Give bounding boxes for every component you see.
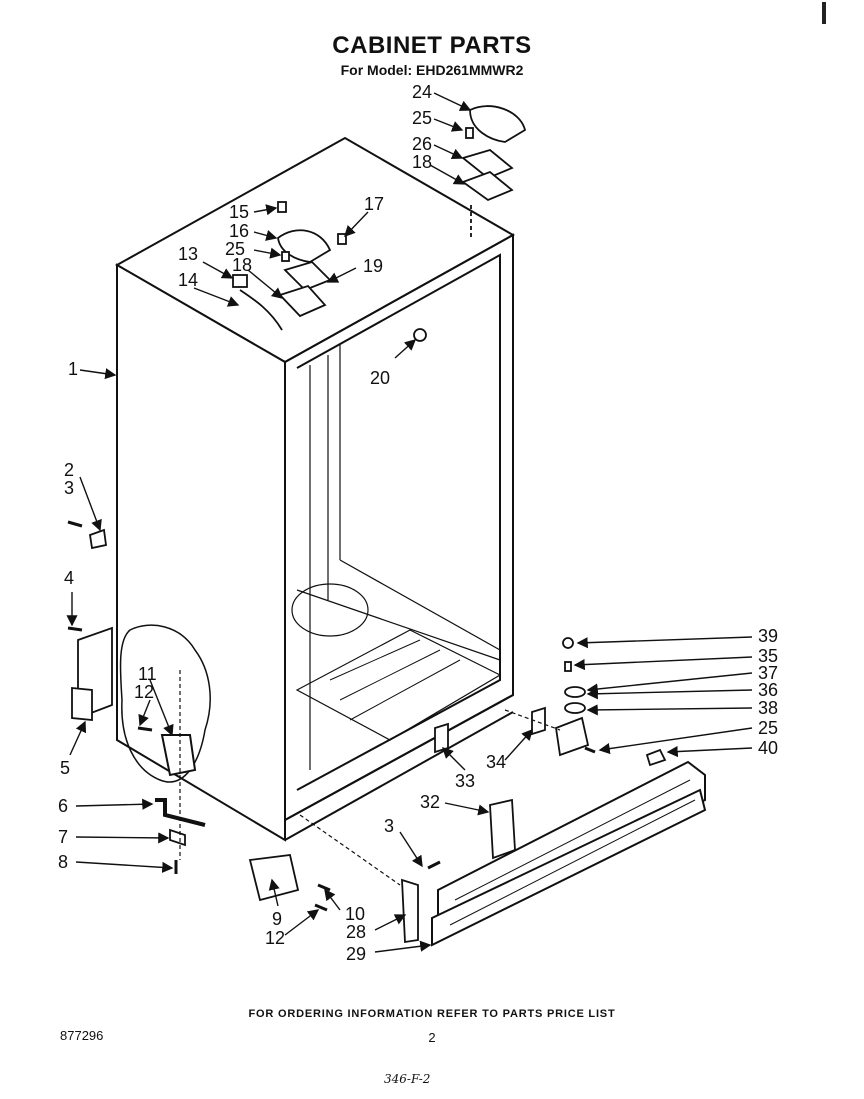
part-label-20: 20 (370, 368, 390, 388)
part-label-5: 5 (60, 758, 70, 778)
model-subtitle: For Model: EHD261MMWR2 (340, 62, 524, 78)
upper-hinge-assembly (461, 105, 527, 240)
part-label-11: 11 (138, 664, 157, 684)
part-label-7: 7 (58, 827, 68, 847)
part-label-14: 14 (178, 270, 198, 290)
part-label-32: 32 (420, 792, 440, 812)
base-grille (431, 760, 707, 947)
part-label-19: 19 (363, 256, 383, 276)
handwritten-note: 346-F-2 (384, 1072, 431, 1086)
part-label-36: 36 (758, 680, 778, 700)
part-label-4: 4 (64, 568, 74, 588)
ordering-note: FOR ORDERING INFORMATION REFER TO PARTS … (248, 1008, 616, 1020)
part-label-18b: 18 (232, 255, 252, 275)
part-label-25b: 25 (225, 239, 245, 259)
leader-lines (66, 92, 753, 953)
document-number: 877296 (60, 1028, 104, 1043)
part-label-2: 2 (64, 460, 74, 480)
part-label-26: 26 (412, 134, 432, 154)
part-label-6: 6 (58, 796, 68, 816)
part-label-25: 25 (412, 108, 432, 128)
scan-edge-mark (822, 2, 826, 24)
part-label-9: 9 (272, 909, 282, 929)
part-label-12b: 12 (265, 928, 285, 948)
left-hinge-assembly (232, 201, 427, 342)
part-label-35: 35 (758, 646, 778, 666)
page-number: 2 (428, 1030, 436, 1045)
part-label-16: 16 (229, 221, 249, 241)
left-side-parts (67, 520, 206, 874)
part-label-33: 33 (455, 771, 475, 791)
part-label-8: 8 (58, 852, 68, 872)
part-number-labels: 24 25 26 18 15 16 17 13 25 18 19 14 20 1… (58, 82, 778, 964)
part-label-34: 34 (486, 752, 506, 772)
part-label-13: 13 (178, 244, 198, 264)
part-label-3b: 3 (384, 816, 394, 836)
part-label-24: 24 (412, 82, 432, 102)
page-title: CABINET PARTS (332, 32, 532, 59)
part-label-38: 38 (758, 698, 778, 718)
part-label-17: 17 (364, 194, 384, 214)
part-label-40: 40 (758, 738, 778, 758)
part-label-25c: 25 (758, 718, 778, 738)
part-label-15: 15 (229, 202, 249, 222)
lower-parts (248, 637, 667, 944)
part-label-1: 1 (68, 359, 78, 379)
part-label-3: 3 (64, 478, 74, 498)
part-label-29: 29 (346, 944, 366, 964)
part-label-37: 37 (758, 663, 778, 683)
part-label-39: 39 (758, 626, 778, 646)
part-label-18: 18 (412, 152, 432, 172)
part-label-28: 28 (346, 922, 366, 942)
part-label-12: 12 (134, 682, 154, 702)
part-label-10: 10 (345, 904, 365, 924)
